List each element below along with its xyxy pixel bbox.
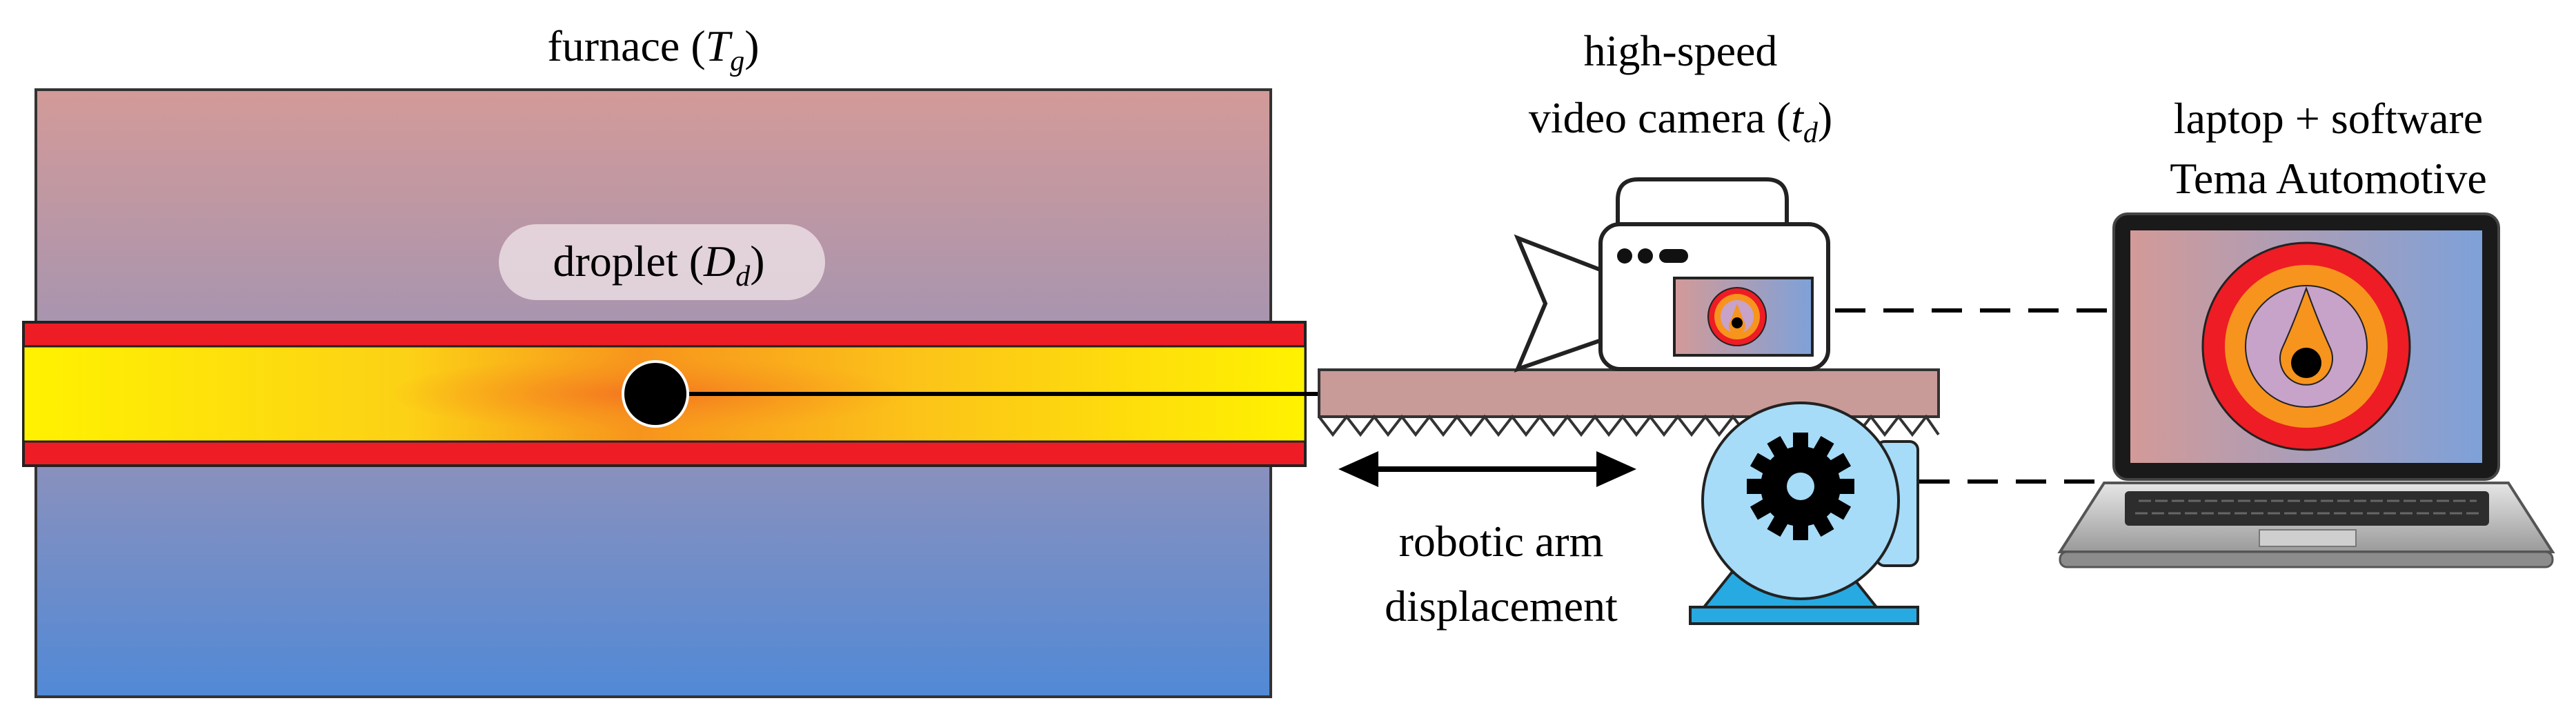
robotic-arm-label-line1: robotic arm <box>1399 517 1604 566</box>
laptop-touchpad <box>2259 529 2357 547</box>
camera-button-3 <box>1659 249 1688 263</box>
camera-lens-hood <box>1514 234 1609 373</box>
droplet-label-bubble: droplet (Dd) <box>499 224 825 300</box>
motor-base <box>1689 606 1919 625</box>
furnace-label: furnace (Tg) <box>547 21 759 77</box>
droplet-label: droplet (Dd) <box>553 237 764 293</box>
robotic-arm-label-line2: displacement <box>1385 582 1618 631</box>
motor <box>1689 402 1919 625</box>
camera-button-2 <box>1638 248 1653 264</box>
camera-handle <box>1616 177 1789 228</box>
camera-label-line2: video camera (td) <box>1529 93 1832 149</box>
rail-bar <box>1318 368 1940 418</box>
droplet <box>622 360 689 428</box>
high-speed-camera <box>1514 177 1830 373</box>
laptop-keyboard <box>2125 491 2489 526</box>
laptop-front-edge <box>2059 551 2554 568</box>
laptop-label-line2: Tema Automotive <box>2170 154 2486 203</box>
camera-button-1 <box>1617 248 1632 264</box>
displacement-arrow <box>1338 451 1636 487</box>
flame-video-frame <box>2201 241 2411 451</box>
camera-label-line1: high-speed <box>1584 26 1778 75</box>
laptop-label-line1: laptop + software <box>2174 94 2483 143</box>
gear-icon <box>1747 433 1854 540</box>
laptop <box>2057 212 2555 568</box>
droplet-label-background <box>499 224 825 300</box>
